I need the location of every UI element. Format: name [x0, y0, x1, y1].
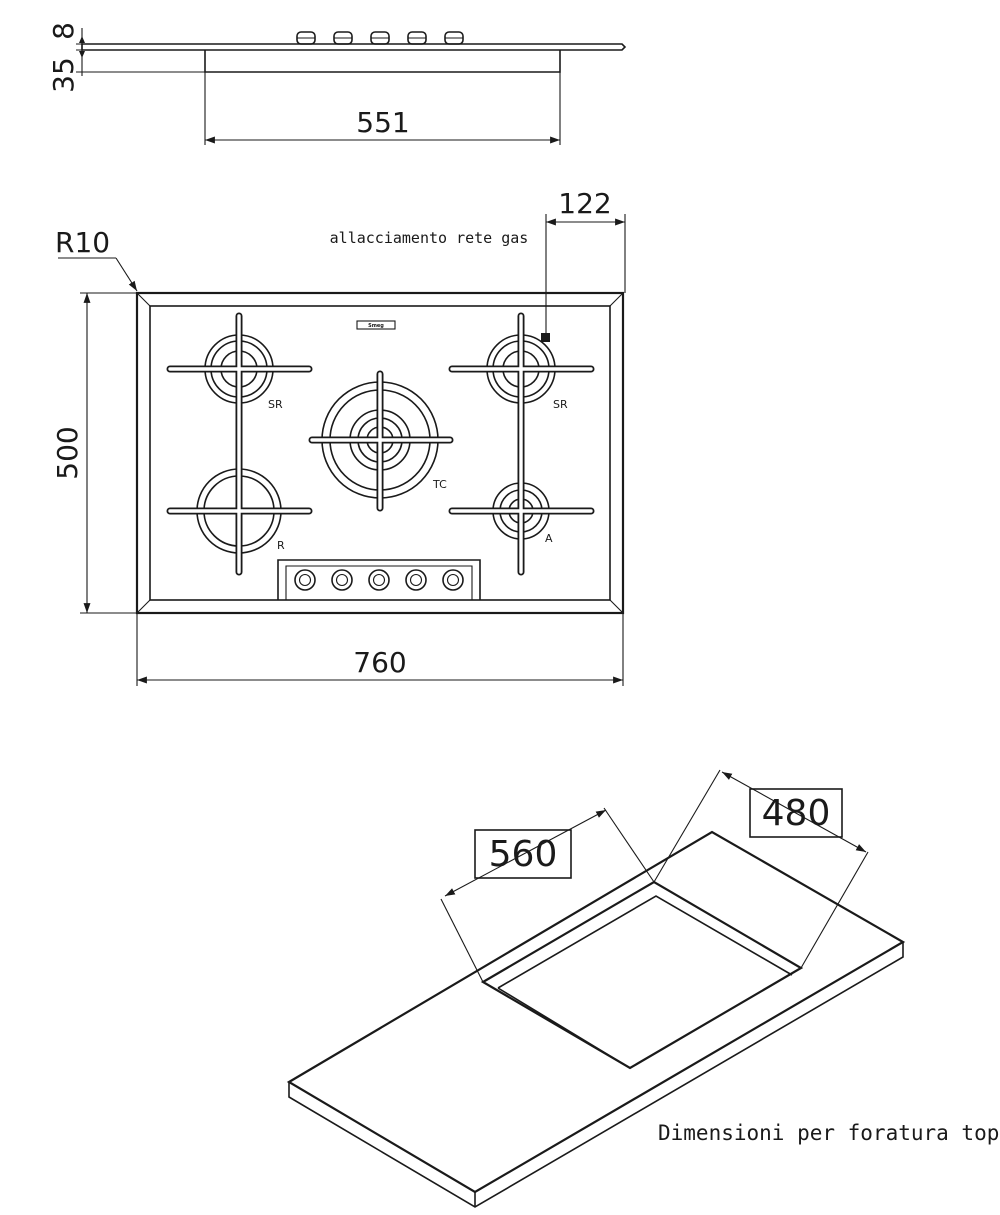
burner-label-sr-right: SR [553, 398, 568, 411]
burner-label-tc: TC [432, 478, 447, 491]
hob-width-dimension: 760 [353, 646, 406, 679]
side-thickness-dimension: 8 [47, 22, 80, 40]
side-view: 8 35 551 [47, 22, 627, 145]
cutout-view: 560 480 Dimensioni per foratura top [286, 769, 999, 1208]
cutout-width-box [474, 829, 572, 879]
pan-supports [166, 312, 595, 576]
cutout-width-dimension: 560 [489, 834, 558, 875]
brand-logo: Smeg [368, 323, 384, 329]
burner-label-sr-left: SR [268, 398, 283, 411]
control-knobs [294, 569, 464, 591]
gas-offset-dimension: 122 [558, 187, 611, 220]
cutout-depth-dimension: 480 [762, 793, 831, 834]
hob-height-dimension: 500 [51, 426, 84, 479]
radius-dimension: R10 [55, 226, 110, 259]
gas-connection-label: allacciamento rete gas [330, 229, 529, 247]
side-knobs [296, 31, 464, 45]
cutout-depth-box [749, 788, 843, 838]
side-depth-dimension: 35 [47, 57, 80, 93]
burner-label-a: A [545, 532, 553, 545]
burner-label-r: R [277, 539, 285, 552]
cutout-caption: Dimensioni per foratura top [658, 1121, 999, 1145]
gas-connection-point [541, 333, 550, 342]
side-width-dimension: 551 [356, 106, 409, 139]
top-view: Smeg R10 122 allacciamento rete gas 500 … [51, 187, 626, 686]
control-panel [277, 559, 481, 600]
